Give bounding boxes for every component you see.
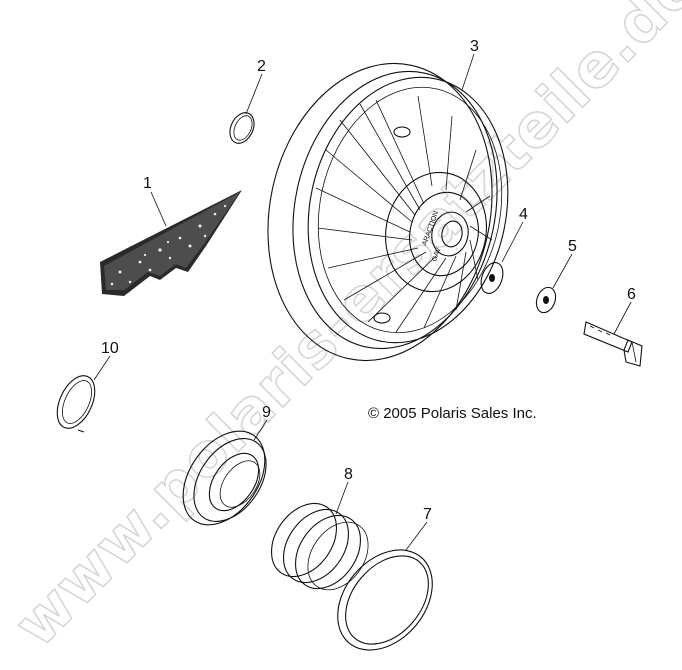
callout-3: 3 — [470, 38, 479, 55]
callout-2: 2 — [257, 58, 266, 75]
callout-7: 7 — [423, 506, 432, 523]
part-6-bolt — [583, 321, 643, 367]
callout-5: 5 — [568, 238, 577, 255]
callout-10: 10 — [101, 340, 119, 357]
copyright-text: © 2005 Polaris Sales Inc. — [368, 405, 537, 422]
part-7-ring — [337, 549, 433, 651]
part-1-wedge — [100, 190, 242, 296]
part-2-ring — [229, 112, 255, 144]
part-4-washer — [480, 262, 504, 294]
leader-lines — [93, 53, 632, 551]
callout-6: 6 — [627, 286, 636, 303]
callout-8: 8 — [344, 466, 353, 483]
callout-4: 4 — [519, 206, 528, 223]
callout-1: 1 — [143, 175, 152, 192]
part-9-seat — [182, 430, 267, 526]
hub-text-2: GAV — [431, 247, 443, 263]
callout-9: 9 — [262, 404, 271, 421]
part-10-ring — [56, 375, 96, 433]
part-5-washer — [535, 286, 557, 314]
part-8-spring — [271, 502, 369, 591]
